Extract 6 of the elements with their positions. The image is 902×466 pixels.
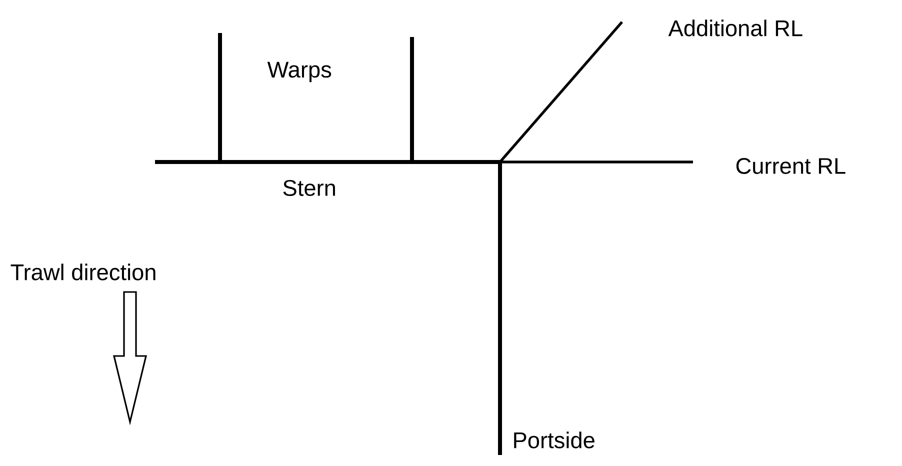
text-label: Additional RL	[668, 20, 802, 36]
text-label: Current RL	[736, 158, 846, 174]
text-label: Stern	[283, 180, 335, 196]
text-label: Trawl direction	[10, 264, 156, 280]
text-label: Portside	[514, 432, 594, 448]
text-label: Warps	[267, 62, 332, 82]
